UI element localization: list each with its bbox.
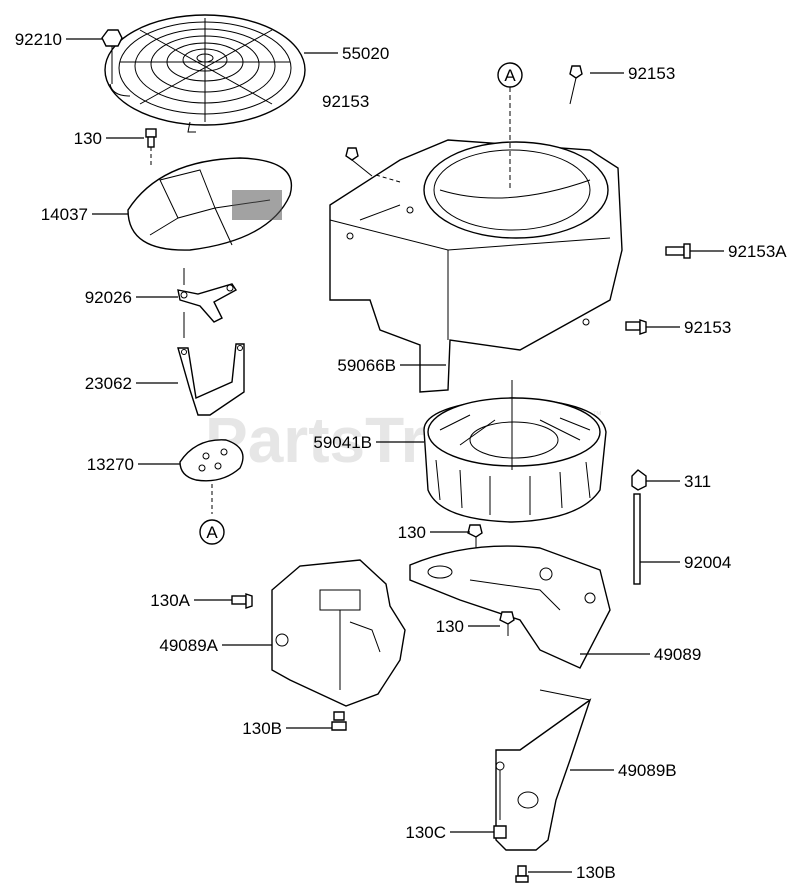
cover-49089A-part <box>271 559 406 707</box>
spring-plate-part <box>177 268 238 338</box>
callout-130B-left: 130B <box>242 719 282 738</box>
callout-92004: 92004 <box>684 553 731 572</box>
cover-49089B-part <box>495 689 592 851</box>
callout-130-low: 130 <box>436 617 464 636</box>
bracket-part <box>177 343 245 416</box>
callout-55020: 55020 <box>342 44 389 63</box>
callout-92153-right: 92153 <box>684 318 731 337</box>
callout-92026: 92026 <box>85 288 132 307</box>
callout-92153A: 92153A <box>728 242 787 261</box>
callout-59041B: 59041B <box>313 433 372 452</box>
bolt-130B-bottom-part <box>515 865 529 883</box>
callout-49089B: 49089B <box>618 761 677 780</box>
callout-labels: 92210 55020 130 14037 92026 23062 13270 … <box>15 30 788 882</box>
fan-59041B-part <box>423 380 607 523</box>
fan-plate-mesh <box>232 190 282 220</box>
callout-92153-top: 92153 <box>628 64 675 83</box>
callout-13270: 13270 <box>87 455 134 474</box>
callout-14037: 14037 <box>41 205 88 224</box>
bolt-130C-part <box>493 825 507 839</box>
nut-311-part <box>631 469 647 491</box>
bolt-92153-right-part <box>625 319 647 335</box>
callout-59066B: 59066B <box>337 356 396 375</box>
fan-plate-part <box>127 157 292 251</box>
callout-92153-left: 92153 <box>322 92 369 111</box>
ref-a-top-label: A <box>504 66 516 85</box>
bolt-92153A-part <box>665 243 691 259</box>
callout-130A: 130A <box>150 591 190 610</box>
ref-a-top-marker: A <box>497 62 523 190</box>
callout-130-upper: 130 <box>74 129 102 148</box>
nut-92210-part <box>101 29 123 84</box>
leader-lines <box>66 38 724 873</box>
bolt-92153-left-part <box>345 147 373 177</box>
callout-130-mid: 130 <box>398 523 426 542</box>
callout-311: 311 <box>684 472 711 491</box>
stud-92004-part <box>633 493 641 585</box>
bolt-92153-top-part <box>569 65 583 105</box>
bolt-130B-left-part <box>331 711 347 731</box>
callout-23062: 23062 <box>85 374 132 393</box>
plate-13270-part <box>179 439 244 514</box>
ref-a-left-marker: A <box>199 519 225 545</box>
watermark-tm: ™ <box>592 410 602 421</box>
callout-130B-bottom: 130B <box>576 863 616 882</box>
callout-130C: 130C <box>405 823 446 842</box>
screen-grille-part <box>104 14 306 133</box>
cover-49089-part <box>409 545 611 669</box>
bolt-130A-part <box>231 593 253 609</box>
callout-49089: 49089 <box>654 645 701 664</box>
fan-housing-part <box>329 139 623 393</box>
bolt-130-low-part <box>499 611 515 636</box>
callout-92210: 92210 <box>15 30 62 49</box>
bolt-130-upper-part <box>145 128 157 166</box>
ref-a-left-label: A <box>206 523 218 542</box>
callout-49089A: 49089A <box>159 636 218 655</box>
